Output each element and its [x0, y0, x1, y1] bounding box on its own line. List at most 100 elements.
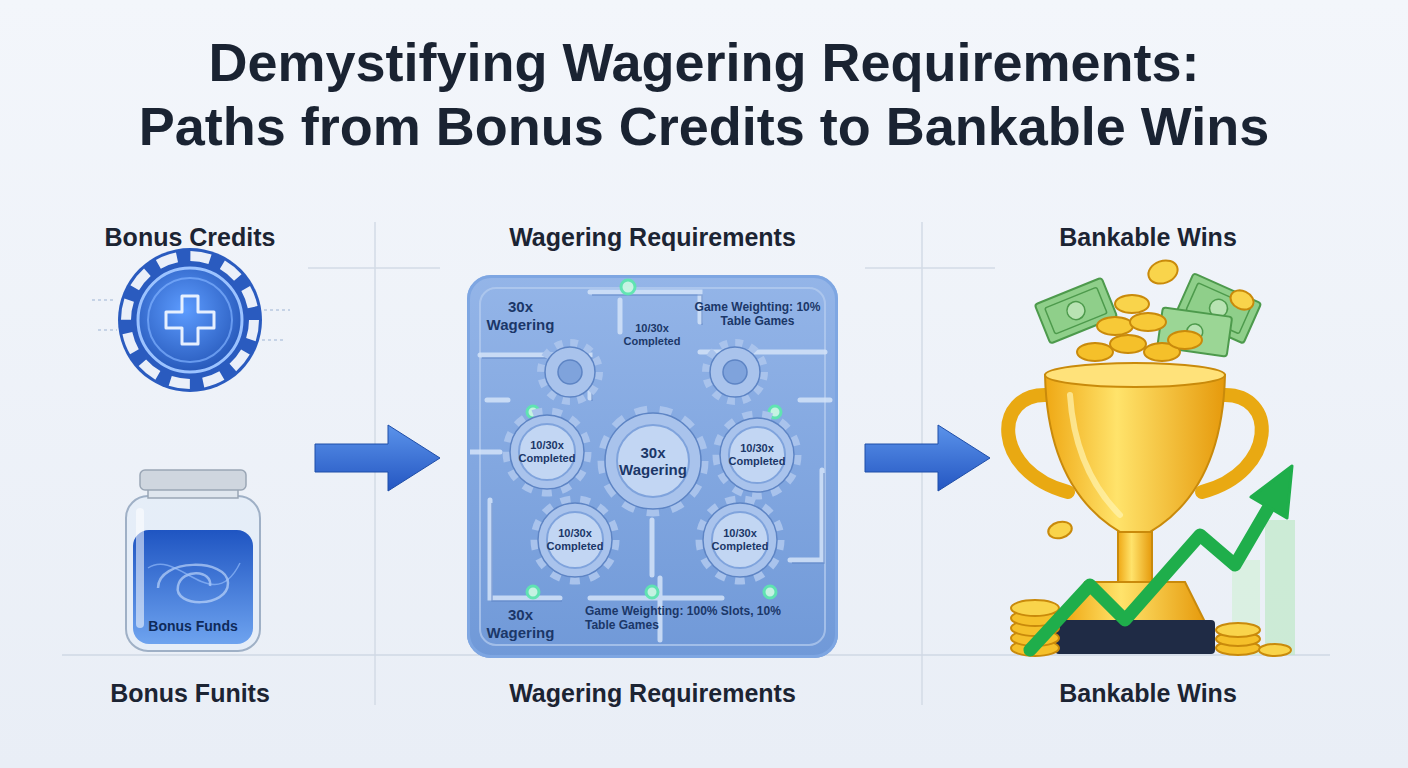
- column-divider: [62, 222, 1330, 705]
- decorative-gear: [710, 347, 760, 397]
- bonus-jar: Bonus Funds: [118, 468, 268, 653]
- gear-node: 10/30x Completed: [502, 407, 592, 497]
- bonus-chip: [118, 248, 262, 392]
- gear-label: 10/30x Completed: [543, 527, 608, 552]
- bonus-chip: [126, 256, 254, 384]
- gold-coin: [1259, 644, 1291, 656]
- bonus-chip: [148, 278, 232, 362]
- bonus-chip: [92, 248, 290, 392]
- column-divider: [374, 222, 376, 705]
- gear-teeth: [536, 501, 614, 579]
- growth-arrow: [1030, 466, 1292, 650]
- jar-swirl: [148, 563, 240, 585]
- gold-coin: [1046, 519, 1073, 541]
- money-bills: [1064, 299, 1087, 322]
- growth-bars: [1265, 520, 1295, 655]
- trophy: [1045, 363, 1225, 387]
- gold-coin: [1110, 335, 1146, 353]
- growth-arrow: [1030, 505, 1270, 650]
- gear-label: 10/30x Completed: [725, 442, 790, 467]
- wagering-maze: 30x Wagering10/30x CompletedGame Weighti…: [467, 275, 838, 658]
- maze-label: 30x Wagering: [478, 606, 563, 642]
- jar-lid: [140, 470, 246, 490]
- column-divider: [308, 267, 440, 269]
- decorative-gear: [707, 344, 763, 400]
- bonus-chip: [166, 296, 214, 344]
- gear-teeth: [718, 416, 796, 494]
- jar-label: Bonus Funds: [118, 618, 268, 635]
- trophy: [1070, 395, 1120, 515]
- column-heading: Bonus Funits: [65, 678, 315, 708]
- column-heading: Bonus Credits: [65, 222, 315, 252]
- column-heading: Wagering Requirements: [440, 678, 865, 708]
- decorative-gear: [723, 360, 747, 384]
- column-heading: Bankable Wins: [990, 222, 1306, 252]
- gear-body: [538, 503, 612, 577]
- jar-swirl: [158, 565, 228, 602]
- maze-label: 10/30x Completed: [612, 322, 692, 348]
- gold-coin: [1168, 331, 1202, 349]
- bonus-chip: [138, 268, 242, 372]
- gear-label: 10/30x Completed: [515, 439, 580, 464]
- gear-teeth: [603, 411, 703, 511]
- gear-label: 30x Wagering: [613, 444, 694, 479]
- column-heading: Wagering Requirements: [440, 222, 865, 252]
- gear-teeth: [701, 501, 779, 579]
- gear-node: 30x Wagering: [597, 405, 709, 517]
- flow-arrow: [865, 425, 990, 491]
- maze-panel: [467, 275, 838, 658]
- maze-label: 30x Wagering: [478, 298, 563, 334]
- gold-coin: [1115, 295, 1149, 313]
- maze-panel: [470, 292, 830, 640]
- diagram-title: Demystifying Wagering Requirements: Path…: [54, 30, 1354, 158]
- progress-dot: [621, 280, 635, 294]
- column-band: Bonus CreditsBonus Funits Bonus Funds: [65, 218, 315, 718]
- gear-body: [605, 413, 701, 509]
- gold-coin: [1145, 257, 1181, 288]
- gear-body: [703, 503, 777, 577]
- column-band: Wagering RequirementsWagering Requiremen…: [440, 218, 865, 718]
- column-divider: [921, 222, 923, 705]
- flow-arrow: [315, 425, 440, 491]
- trophy: [1055, 620, 1215, 654]
- column-divider: [865, 267, 995, 269]
- maze-panel: [482, 295, 824, 601]
- gold-coin: [1077, 343, 1113, 361]
- trophy: [1118, 532, 1152, 584]
- gear-node: 10/30x Completed: [695, 495, 785, 585]
- bonus-chip: [262, 339, 284, 341]
- bonus-chip: [92, 299, 116, 301]
- gear-teeth: [508, 413, 586, 491]
- gear-body: [510, 415, 584, 489]
- decorative-gear: [542, 344, 598, 400]
- gold-coin: [1216, 623, 1260, 637]
- column-band: Bankable WinsBankable Wins: [990, 218, 1306, 718]
- gear-node: 10/30x Completed: [712, 410, 802, 500]
- column-heading: Bankable Wins: [990, 678, 1306, 708]
- maze-panel: [467, 275, 838, 658]
- money-bills: [1035, 273, 1262, 356]
- decorative-gear: [545, 347, 595, 397]
- gear-label: 10/30x Completed: [708, 527, 773, 552]
- gear-body: [720, 418, 794, 492]
- gold-coin: [1130, 313, 1166, 331]
- progress-dot: [527, 586, 539, 598]
- bonus-chip: [98, 329, 117, 331]
- maze-label: Game Weighting: 100% Slots, 10% Table Ga…: [585, 604, 800, 633]
- jar-shine: [136, 508, 144, 628]
- gold-coin: [1011, 257, 1291, 656]
- trophy: [1045, 375, 1225, 540]
- gold-coin: [1097, 317, 1133, 335]
- progress-dot: [764, 586, 776, 598]
- decorative-gear: [558, 360, 582, 384]
- gold-coin: [1011, 600, 1059, 616]
- decorative-gear: [542, 344, 763, 400]
- bonus-chip: [264, 309, 290, 311]
- progress-dot: [646, 586, 658, 598]
- maze-label: Game Weighting: 10% Table Games: [690, 300, 825, 329]
- gear-node: 10/30x Completed: [530, 495, 620, 585]
- growth-arrow: [1251, 466, 1292, 518]
- maze-panel: [480, 288, 825, 645]
- gold-coin: [1227, 287, 1256, 313]
